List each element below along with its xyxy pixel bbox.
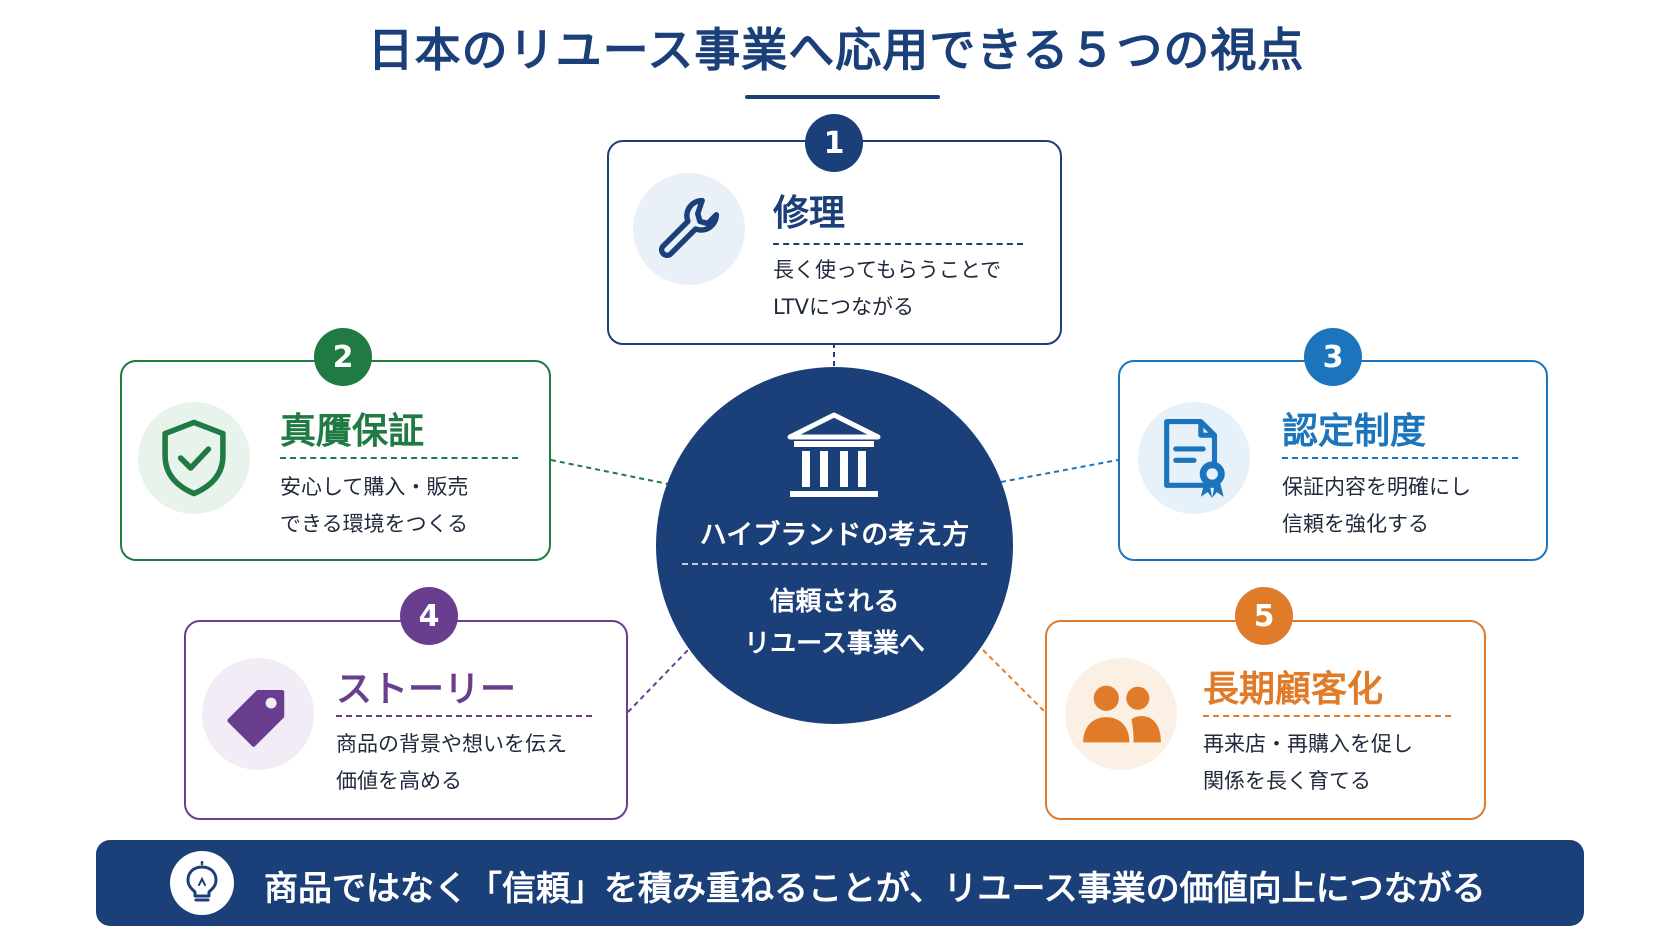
hub-divider — [682, 563, 987, 565]
title-underline — [745, 95, 940, 99]
card-divider — [336, 715, 592, 717]
badge-1: 1 — [805, 114, 863, 172]
card-description: 長く使ってもらうことで LTVにつながる — [773, 252, 1001, 326]
desc-line-1: 安心して購入・販売 — [280, 475, 469, 499]
central-hub: ハイブランドの考え方 信頼される リユース事業へ — [656, 367, 1013, 724]
card-description: 安心して購入・販売 できる環境をつくる — [280, 469, 468, 543]
desc-line-1: 長く使ってもらうことで — [773, 258, 1002, 282]
connector-2 — [550, 459, 669, 485]
card-repair: 修理 長く使ってもらうことで LTVにつながる — [607, 140, 1062, 345]
shield-check-icon — [162, 419, 226, 497]
badge-2: 2 — [314, 328, 372, 386]
shield-icon-circle — [138, 402, 250, 514]
desc-line-2: できる環境をつくる — [280, 512, 469, 536]
card-title: 修理 — [773, 193, 846, 234]
wrench-icon — [658, 197, 720, 258]
certificate-icon-circle — [1138, 402, 1250, 514]
card-authenticity: 真贋保証 安心して購入・販売 できる環境をつくる — [120, 360, 551, 561]
badge-3: 3 — [1304, 328, 1362, 386]
banner-text: 商品ではなく「信頼」を積み重ねることが、リユース事業の価値向上につながる — [264, 869, 1486, 909]
lightbulb-icon-circle — [170, 851, 234, 915]
card-title: 長期顧客化 — [1203, 669, 1384, 710]
card-certification: 認定制度 保証内容を明確にし 信頼を強化する — [1118, 360, 1548, 561]
certificate-icon — [1164, 418, 1225, 498]
users-icon-circle — [1065, 658, 1177, 770]
hub-subtitle-line-2: リユース事業へ — [744, 629, 925, 659]
card-divider — [773, 243, 1023, 245]
desc-line-2: 信頼を強化する — [1282, 512, 1429, 536]
conclusion-banner: 商品ではなく「信頼」を積み重ねることが、リユース事業の価値向上につながる — [96, 840, 1584, 926]
users-icon — [1083, 685, 1161, 743]
desc-line-2: 価値を高める — [336, 769, 462, 793]
badge-5: 5 — [1235, 587, 1293, 645]
connector-5 — [982, 649, 1046, 713]
card-story: ストーリー 商品の背景や想いを伝え 価値を高める — [184, 620, 628, 820]
lightbulb-icon — [186, 861, 218, 902]
hub-title: ハイブランドの考え方 — [699, 520, 970, 551]
card-description: 保証内容を明確にし 信頼を強化する — [1282, 469, 1471, 543]
card-title: 認定制度 — [1282, 411, 1427, 452]
card-title: ストーリー — [336, 669, 517, 710]
hub-subtitle: 信頼される リユース事業へ — [656, 581, 1013, 665]
desc-line-1: 商品の背景や想いを伝え — [336, 732, 567, 756]
card-description: 再来店・再購入を促し 関係を長く育てる — [1203, 726, 1413, 800]
card-divider — [1282, 457, 1518, 459]
bank-building-icon — [787, 412, 881, 497]
desc-line-1: 再来店・再購入を促し — [1203, 732, 1413, 756]
card-long-term-customer: 長期顧客化 再来店・再購入を促し 関係を長く育てる — [1045, 620, 1486, 820]
card-divider — [1203, 715, 1451, 717]
card-description: 商品の背景や想いを伝え 価値を高める — [336, 726, 567, 800]
tag-icon — [227, 689, 285, 747]
page-title: 日本のリユース事業へ応用できる５つの視点 — [367, 23, 1305, 77]
badge-4: 4 — [400, 587, 458, 645]
tag-icon-circle — [202, 658, 314, 770]
hub-subtitle-line-1: 信頼される — [769, 587, 900, 617]
card-title: 真贋保証 — [280, 411, 425, 452]
connector-3 — [1000, 459, 1119, 483]
card-divider — [280, 457, 518, 459]
wrench-icon-circle — [633, 173, 745, 285]
desc-line-1: 保証内容を明確にし — [1282, 475, 1471, 499]
desc-line-2: 関係を長く育てる — [1203, 769, 1371, 793]
desc-line-2: LTVにつながる — [773, 295, 915, 319]
